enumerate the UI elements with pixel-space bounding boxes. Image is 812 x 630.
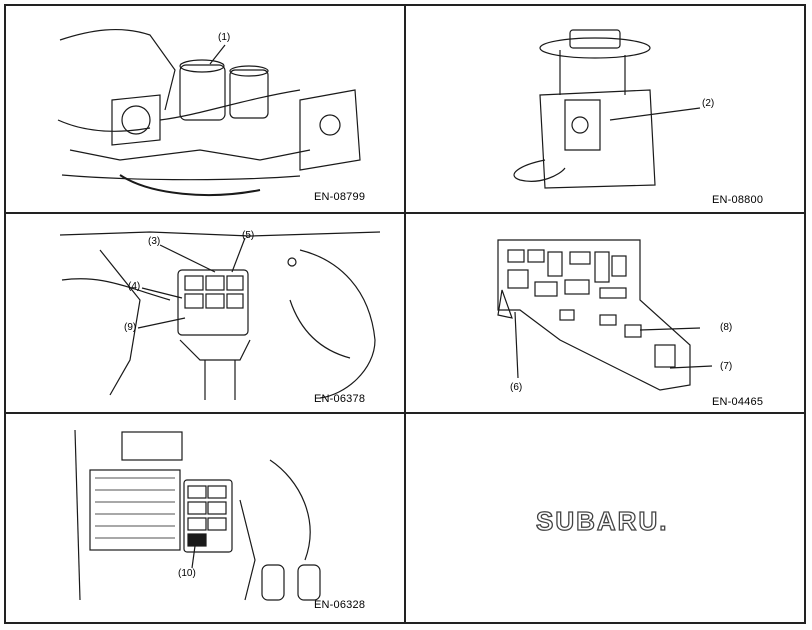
engine-bay-drawing	[57, 28, 361, 196]
fuse-box-drawing	[497, 239, 713, 391]
relay-block-drawing	[59, 231, 381, 400]
column-divider	[404, 4, 406, 624]
figure-code: EN-06328	[314, 599, 366, 611]
callout-1: (1)	[218, 32, 231, 43]
callout-5: (5)	[242, 230, 255, 241]
callout-7: (7)	[720, 361, 733, 372]
row-divider-1	[4, 212, 806, 214]
callout-10: (10)	[178, 568, 196, 579]
figure-code: EN-08800	[712, 194, 764, 206]
callout-9: (9)	[124, 322, 137, 333]
callout-4: (4)	[128, 281, 141, 292]
callout-8: (8)	[720, 322, 733, 333]
row-divider-2	[4, 412, 806, 414]
figure-code: EN-04465	[712, 396, 764, 408]
callout-6: (6)	[510, 382, 523, 393]
figure-code: EN-06378	[314, 393, 366, 405]
callout-2: (2)	[702, 98, 715, 109]
figure-code: EN-08799	[314, 191, 366, 203]
subaru-logo: SUBARU.	[535, 505, 669, 536]
fuel-pump-drawing	[513, 29, 701, 189]
callout-3: (3)	[148, 236, 161, 247]
interior-fuse-drawing	[74, 429, 321, 601]
